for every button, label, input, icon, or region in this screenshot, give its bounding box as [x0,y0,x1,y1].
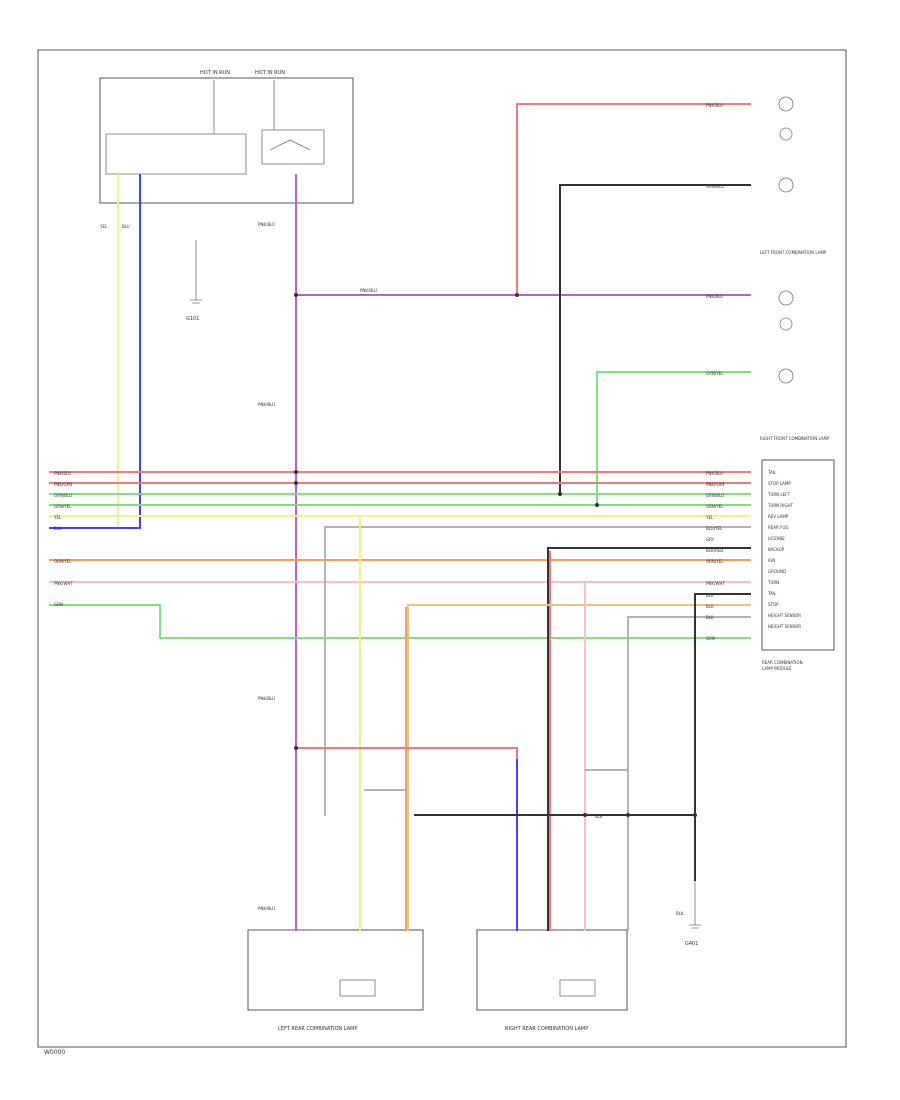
wire-label-harness_1: PNK/BLU [54,471,71,476]
diagram-frame [37,49,847,1048]
wire-label-right_h14: GRN [706,636,715,641]
wire-label-yellow_l: YEL [99,224,108,229]
wire-label-pur_l: PNK/BLU [258,222,275,227]
module-title-1: REAR COMBINATION [762,660,803,665]
wire-label-right_h4: GRN/YEL [706,504,724,509]
wire-black-red [547,547,751,931]
wire-label-right_h9: ORN/YEL [706,559,724,564]
ground-symbol-right: G401 [685,880,701,947]
wire-label-pink_h: PNK/WHT [54,581,73,586]
splice-p3 [294,470,298,474]
module-title-2: LAMP MODULE [762,666,792,671]
splice-p2 [515,293,519,297]
splice-p6 [595,503,599,507]
module-pin-13: HEIGHT SENSOR [768,613,801,618]
rear-combination-module: REAR COMBINATION LAMP MODULE [761,459,835,671]
wire-tan-1 [407,604,751,931]
module-pin-0: TAIL [767,470,777,475]
right-rear-lamp: RIGHT REAR COMBINATION LAMP [476,929,628,1032]
fuse-a-label: HOT IN RUN [200,70,230,76]
module-pin-14: HEIGHT SENSOR [768,624,801,629]
wire-label-right_h12: BLK [706,604,714,609]
fuse-b-label: HOT IN RUN [255,70,285,76]
splice-dots [294,293,697,817]
splice-p1 [294,293,298,297]
module-pin-labels: TAIL STOP LAMP TURN LEFT TURN RIGHT REV LAMP… [767,470,801,629]
wire-green-top [559,184,751,496]
module-pin-1: STOP LAMP [768,481,791,486]
wire-label-right_h8: BLK/RED [706,548,723,553]
right-top-lamp-group: LEFT FRONT COMBINATION LAMP RIGHT FRONT … [760,96,830,441]
wire-label-green_right: GRN/YEL [706,371,724,376]
wire-grey-2 [627,616,751,931]
wire-label-harness_4: GRN/YEL [54,504,72,509]
wire-label-pur_low: PNK/BLU [258,696,275,701]
wire-label-right_h11: BLK [706,593,714,598]
module-pin-4: REV LAMP [768,514,789,519]
ground-left-label: G101 [186,316,199,322]
wire-label-right_h3: GRN/BLU [706,493,724,498]
wire-label-right_h6: BLU/YEL [706,526,723,531]
ground-symbol-left: G101 [186,240,202,322]
wire-grey-1 [324,526,751,816]
module-pin-12: STOP [768,602,779,607]
module-pin-5: REAR FOG [768,525,789,530]
wire-layer [49,103,751,931]
wire-label-red_top: PNK/BLU [706,103,723,108]
splice-p5 [558,492,562,496]
module-pin-11: TAIL [767,591,777,596]
wire-label-green_low: GRN [54,602,63,607]
module-pin-6: LICENSE [768,536,785,541]
wire-label-pur_mid: PNK/BLU [258,402,275,407]
wire-label-purple_right: PNK/BLU [706,294,723,299]
module-pin-8: IGN [768,558,775,563]
wire-h-green-low [49,604,751,639]
module-pin-2: TURN LEFT [767,492,790,497]
wire-pink-3 [584,581,751,931]
ground-right-label: G401 [685,941,698,947]
splice-p8 [693,813,697,817]
left-front-lamp-label: LEFT FRONT COMBINATION LAMP [760,250,827,255]
wire-label-right_h2: PNK/GRN [706,482,724,487]
wire-yellow-2 [359,515,751,931]
splice-p4 [294,481,298,485]
fuse-relay-box: HOT IN RUN HOT IN RUN [99,70,354,204]
left-rear-lamp: LEFT REAR COMBINATION LAMP [247,929,424,1032]
wire-label-right_h13: BLK [706,615,714,620]
splice-p7 [294,746,298,750]
wire-label-bus_blk: BLK [595,814,603,819]
wire-blue-left [49,174,141,529]
wire-label-pur_mid: PNK/BLU [360,288,377,293]
module-pin-10: TURN [767,580,779,585]
wire-label-right_h7: GRY [706,537,715,542]
corner-code: W0000 [44,1049,65,1056]
wire-green-lite [596,371,751,506]
wire-label-pur_bottom: PNK/BLU [258,906,275,911]
wire-label-green_top: GRN/BLU [706,184,724,189]
module-pin-7: BACKUP [768,547,785,552]
wire-label-blue_l: BLU [122,224,130,229]
left-rear-lamp-label: LEFT REAR COMBINATION LAMP [278,1026,357,1032]
wire-label-right_h5: YEL [705,515,714,520]
wire-labels: PNK/BLU PNK/BLU PNK/BLU PNK/BLU PNK/BLU GRN/B… [53,103,725,916]
wire-label-harness_6: BLU [54,526,62,531]
module-pin-3: TURN RIGHT [767,503,793,508]
wire-label-orange_h: ORN/YEL [54,559,72,564]
splice-p10 [583,813,587,817]
wire-label-harness_5: YEL [53,515,62,520]
wire-label-right_h10: PNK/WHT [706,581,725,586]
module-pin-9: GROUND [768,569,786,574]
wire-black-1 [694,593,751,881]
wire-label-gnd_blk: BLK [676,911,684,916]
splice-p9 [626,813,630,817]
wire-label-harness_3: GRN/BLU [54,493,72,498]
right-front-lamp-label: RIGHT FRONT COMBINATION LAMP [760,436,830,441]
wire-label-right_h1: PNK/BLU [706,471,723,476]
wire-red-top [516,103,751,296]
wire-label-harness_2: PNK/GRN [54,482,72,487]
right-rear-lamp-label: RIGHT REAR COMBINATION LAMP [505,1026,588,1032]
